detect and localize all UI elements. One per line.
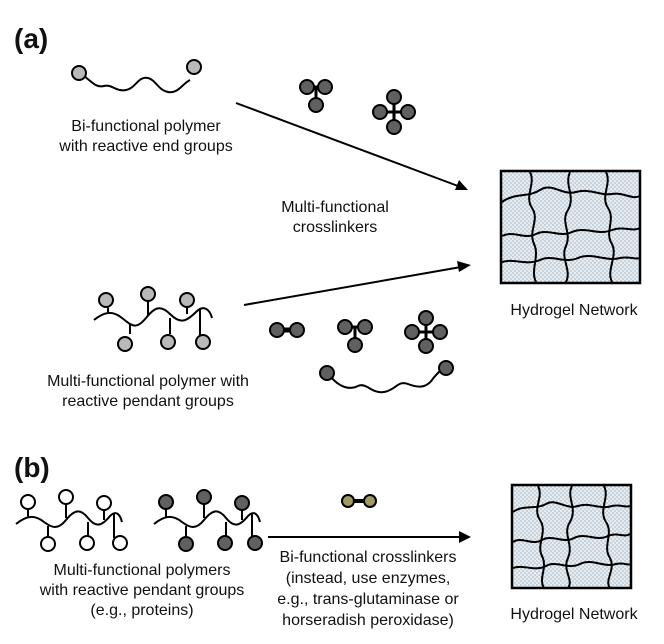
panel-b-label: (b): [14, 452, 50, 483]
bifunctional-label-2: with reactive end groups: [59, 138, 233, 155]
bi-crosslinkers-label-1: Bi-functional crosslinkers: [279, 549, 457, 566]
polymers-label-3: (e.g., proteins): [90, 602, 194, 619]
multifunctional-label-2: reactive pendant groups: [62, 393, 234, 410]
panel-a-label: (a): [14, 23, 49, 54]
network-b-label: Hydrogel Network: [510, 606, 638, 623]
end-group-node: [186, 59, 202, 75]
bifunctional-label-1: Bi-functional polymer: [71, 118, 221, 135]
tetra-crosslinker-bottom: [404, 310, 448, 354]
protein-polymer-open: [15, 489, 128, 552]
crosslinkers-label-1: Multi-functional: [281, 199, 389, 216]
tri-crosslinker-bottom: [337, 319, 373, 353]
multifunctional-label-1: Multi-functional polymer with: [47, 373, 249, 390]
polymers-label-2: with reactive pendant groups: [39, 582, 245, 599]
network-a-label: Hydrogel Network: [510, 302, 638, 319]
enzyme-crosslinker: [341, 494, 377, 508]
tetra-crosslinker: [372, 89, 416, 135]
end-group-node: [71, 65, 87, 81]
bifunctional-polymer: [71, 59, 202, 94]
hydrogel-network-b: [510, 483, 633, 590]
crosslinkers-label-2: crosslinkers: [292, 219, 378, 236]
multifunctional-polymer: [93, 286, 213, 352]
hydrogel-network-a: [499, 169, 642, 285]
bi-crosslinker: [269, 322, 305, 338]
polymers-label-1: Multi-functional polymers: [53, 562, 231, 579]
arrow-bottom: [243, 261, 471, 306]
bi-crosslinkers-label-4: horseradish peroxidase): [282, 612, 454, 629]
arrow-top: [235, 102, 468, 190]
long-bi-crosslinker: [319, 360, 454, 394]
bi-crosslinkers-label-2: (instead, use enzymes,: [285, 570, 451, 587]
tri-crosslinker: [299, 79, 333, 113]
protein-polymer-dark: [153, 489, 263, 552]
bi-crosslinkers-label-3: e.g., trans-glutaminase or: [277, 591, 459, 608]
arrow-b: [268, 531, 471, 543]
